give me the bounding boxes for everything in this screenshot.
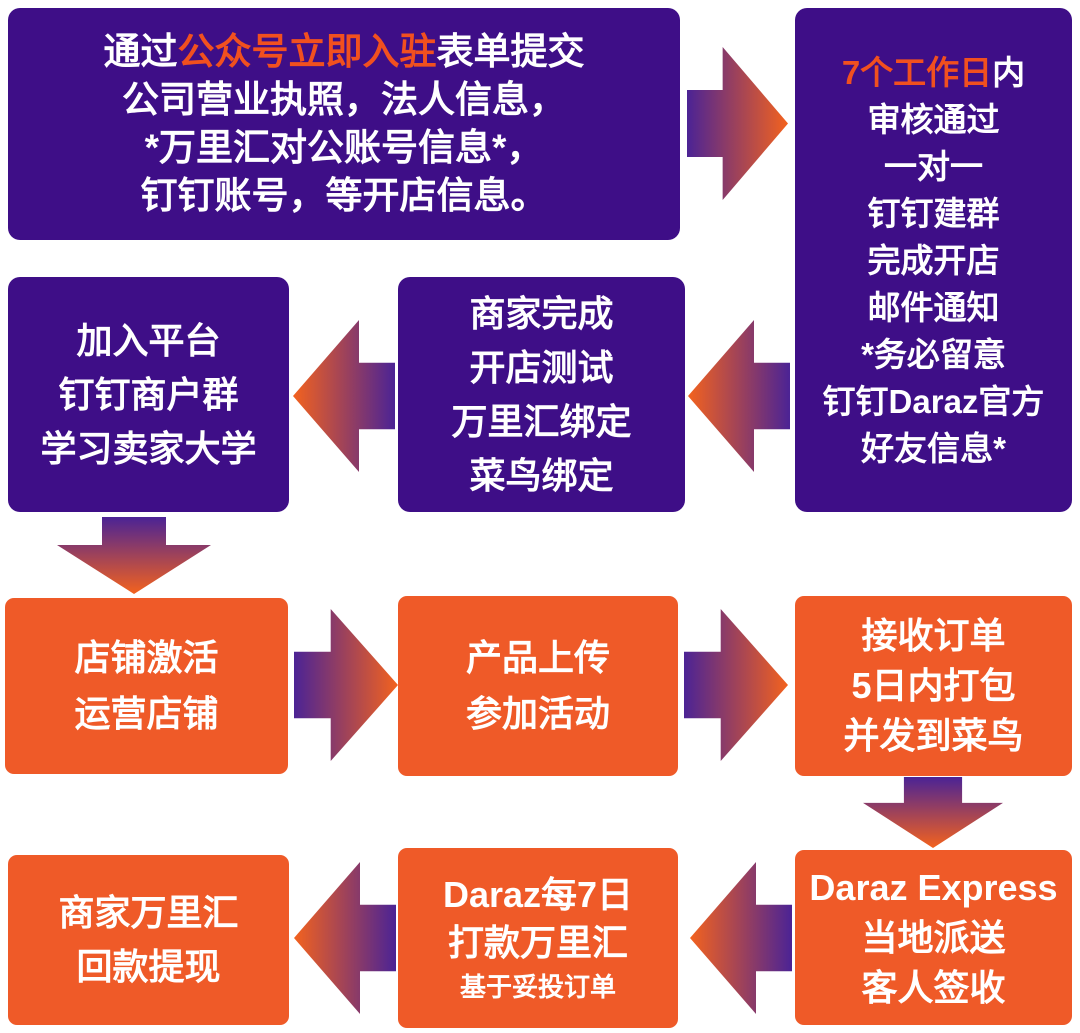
arrow-review-to-test-icon	[688, 320, 790, 472]
step-text-line: 开店测试	[469, 346, 614, 388]
step-text-line: 店铺激活	[74, 637, 219, 678]
text-segment: 内	[992, 53, 1026, 91]
step-local-delivery-box: Daraz Express 当地派送 客人签收	[795, 850, 1072, 1025]
step-text-line: 商家万里汇	[58, 892, 239, 933]
step-join-platform-box: 加入平台 钉钉商户群 学习卖家大学	[8, 277, 289, 512]
step-text-line: 万里汇绑定	[451, 400, 632, 442]
step-note-line: 基于妥投订单	[459, 972, 616, 1002]
arrow-test-to-join-icon	[293, 320, 395, 472]
step-text-line: Daraz每7日	[442, 874, 634, 915]
step-text-line: 参加活动	[465, 693, 610, 734]
step-text-line: 商家完成	[469, 292, 614, 334]
step-text-line: 公司营业执照，法人信息，	[122, 79, 566, 120]
step-text-line: 并发到菜鸟	[843, 715, 1024, 756]
arrow-join-to-activate-icon	[57, 517, 211, 594]
step-text-line: 钉钉建群	[867, 194, 1000, 232]
step-text-line: 运营店铺	[74, 693, 219, 734]
arrow-upload-to-orders-icon	[684, 609, 788, 761]
text-segment-highlight: 7个工作日	[841, 53, 993, 91]
step-text-line: Daraz Express	[809, 866, 1058, 908]
step-receive-orders-box: 接收订单 5日内打包 并发到菜鸟	[795, 596, 1072, 776]
step-activate-store-box: 店铺激活 运营店铺	[5, 598, 288, 774]
step-text-line: 菜鸟绑定	[469, 454, 614, 496]
step-text-line: 邮件通知	[867, 288, 1000, 326]
step-review-approval-box: 7个工作日内 审核通过 一对一 钉钉建群 完成开店 邮件通知 *务必留意 钉钉D…	[795, 8, 1072, 512]
step-text-line: 产品上传	[465, 637, 610, 678]
step-text-line: 钉钉商户群	[58, 373, 239, 415]
step-text-line: 客人签收	[861, 966, 1006, 1008]
step-text-line: 7个工作日内	[842, 49, 1025, 96]
step-text-line: 钉钉Daraz官方	[822, 382, 1045, 420]
step-text-line: 钉钉账号，等开店信息。	[140, 175, 548, 216]
step-text-line: 打款万里汇	[447, 922, 628, 963]
step-text-line: 通过公众号立即入驻表单提交	[104, 28, 585, 76]
text-segment-highlight: 公众号立即入驻	[177, 31, 437, 72]
arrow-orders-to-delivery-icon	[863, 777, 1003, 848]
step-text-line: 好友信息*	[861, 429, 1006, 467]
step-text-line: *务必留意	[861, 335, 1006, 373]
arrow-submit-to-review-icon	[687, 47, 788, 200]
text-segment: 表单提交	[436, 31, 585, 72]
step-store-test-box: 商家完成 开店测试 万里汇绑定 菜鸟绑定	[398, 277, 685, 512]
step-text-line: 学习卖家大学	[40, 427, 257, 469]
step-text-line: 当地派送	[861, 916, 1006, 958]
step-text-line: 加入平台	[76, 319, 221, 361]
step-text-line: 回款提现	[76, 946, 221, 987]
step-text-line: *万里汇对公账号信息*，	[144, 127, 544, 168]
arrow-payout-to-withdraw-icon	[294, 862, 396, 1014]
arrow-delivery-to-payout-icon	[690, 862, 792, 1014]
step-text-line: 一对一	[884, 147, 983, 185]
text-segment: 通过	[103, 31, 178, 72]
step-upload-products-box: 产品上传 参加活动	[398, 596, 678, 776]
step-text-line: 5日内打包	[851, 665, 1016, 706]
step-text-line: 审核通过	[867, 100, 1000, 138]
arrow-activate-to-upload-icon	[294, 609, 398, 761]
step-payout-box: Daraz每7日 打款万里汇 基于妥投订单	[398, 848, 678, 1028]
step-withdraw-funds-box: 商家万里汇 回款提现	[8, 855, 289, 1025]
step-submit-form-box: 通过公众号立即入驻表单提交 公司营业执照，法人信息， *万里汇对公账号信息*， …	[8, 8, 680, 240]
step-text-line: 接收订单	[861, 615, 1006, 656]
step-text-line: 完成开店	[867, 241, 1000, 279]
